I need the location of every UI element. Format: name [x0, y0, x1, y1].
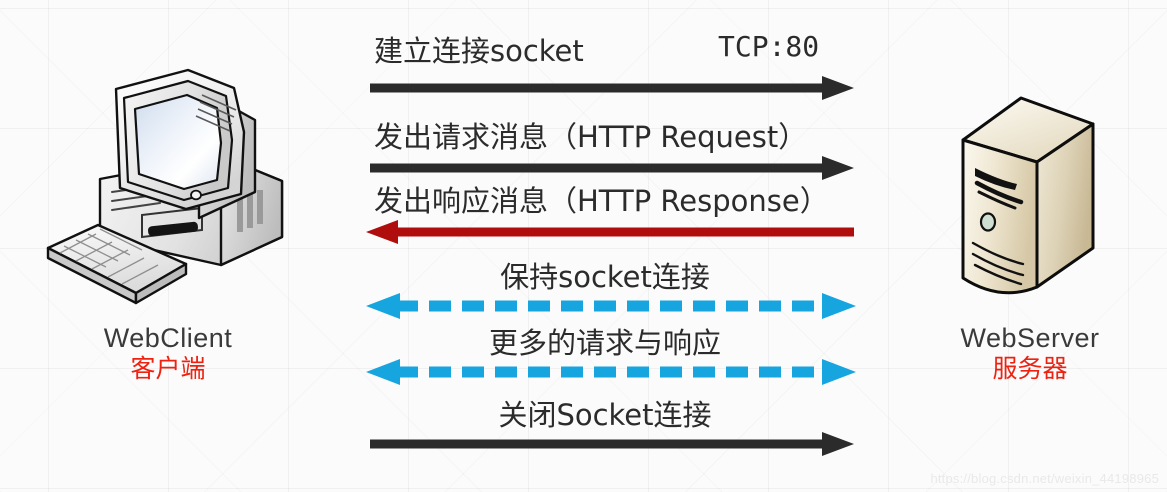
- arrow-right-solid-1: [370, 76, 854, 100]
- server-name-cn: 服务器: [992, 354, 1068, 384]
- client-name-en: WebClient: [103, 323, 233, 353]
- arrow-right-solid-6: [370, 432, 854, 456]
- message-label-5: 更多的请求与响应: [488, 326, 721, 360]
- arrow-bidirectional-dashed-5: [366, 359, 856, 385]
- arrow-left-solid-3: [366, 220, 854, 244]
- message-label-3: 发出响应消息（HTTP Response）: [374, 184, 829, 218]
- server-tower-icon: [961, 96, 1095, 295]
- message-label-1: 建立连接socket: [374, 34, 584, 68]
- client-node: WebClient 客户端: [18, 48, 318, 384]
- server-name-en: WebServer: [960, 323, 1100, 353]
- server-node: WebServer 服务器: [900, 88, 1160, 384]
- desktop-computer-icon: [46, 68, 283, 305]
- message-label-4: 保持socket连接: [500, 260, 710, 294]
- message-label-6: 关闭Socket连接: [498, 398, 712, 432]
- arrow-bidirectional-dashed-4: [366, 293, 856, 319]
- client-name-cn: 客户端: [130, 354, 206, 384]
- source-watermark: https://blog.csdn.net/weixin_44198965: [930, 471, 1159, 486]
- message-annotation-tcp-port: TCP:80: [718, 30, 820, 63]
- arrow-right-solid-2: [370, 156, 854, 180]
- message-label-2: 发出请求消息（HTTP Request）: [374, 120, 808, 154]
